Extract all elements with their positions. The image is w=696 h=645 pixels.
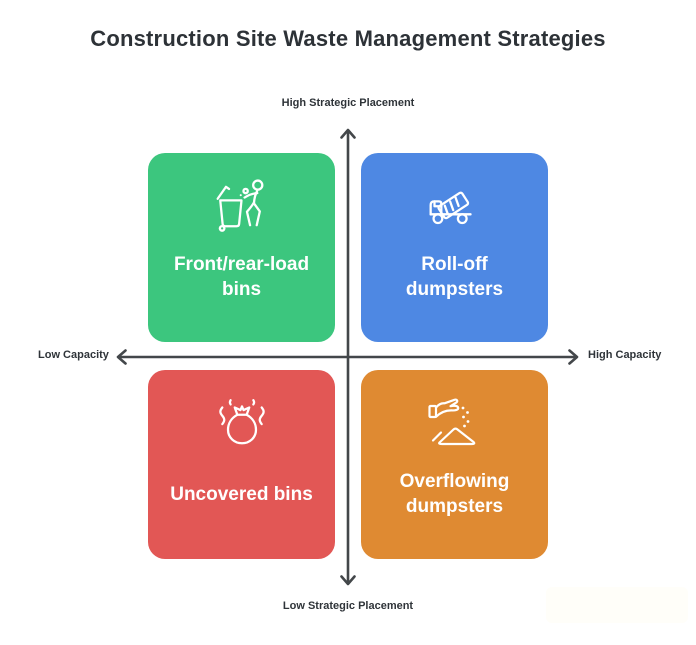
- page-title: Construction Site Waste Management Strat…: [90, 26, 606, 51]
- quadrant-label: Front/rear-load bins: [173, 254, 310, 300]
- dump-truck-icon: [426, 176, 484, 234]
- x-axis-arrow-right: [568, 349, 579, 365]
- quadrant-card-front-rear-load-bins: Front/rear-load bins: [148, 153, 335, 342]
- y-axis-arrow-up: [340, 128, 356, 139]
- hand-sprinkling-waste-icon: [425, 393, 485, 451]
- quadrant-label: Uncovered bins: [170, 483, 313, 505]
- axis-label-left: Low Capacity: [38, 349, 109, 361]
- axis-label-top: High Strategic Placement: [281, 97, 415, 109]
- watermark: [546, 587, 688, 623]
- axis-label-right: High Capacity: [588, 349, 662, 361]
- quadrant-card-overflowing-dumpsters: Overflowing dumpsters: [361, 370, 548, 559]
- smelly-trash-bag-icon: [213, 393, 271, 451]
- quadrant-label: Roll-off dumpsters: [405, 254, 504, 300]
- quadrant-card-roll-off-dumpsters: Roll-off dumpsters: [361, 153, 548, 342]
- person-disposing-trash-icon: [213, 176, 271, 234]
- axis-label-bottom: Low Strategic Placement: [282, 600, 414, 612]
- quadrant-card-uncovered-bins: Uncovered bins: [148, 370, 335, 559]
- quadrant-label: Overflowing dumpsters: [399, 471, 510, 517]
- y-axis-arrow-down: [340, 575, 356, 586]
- x-axis-arrow-left: [116, 349, 127, 365]
